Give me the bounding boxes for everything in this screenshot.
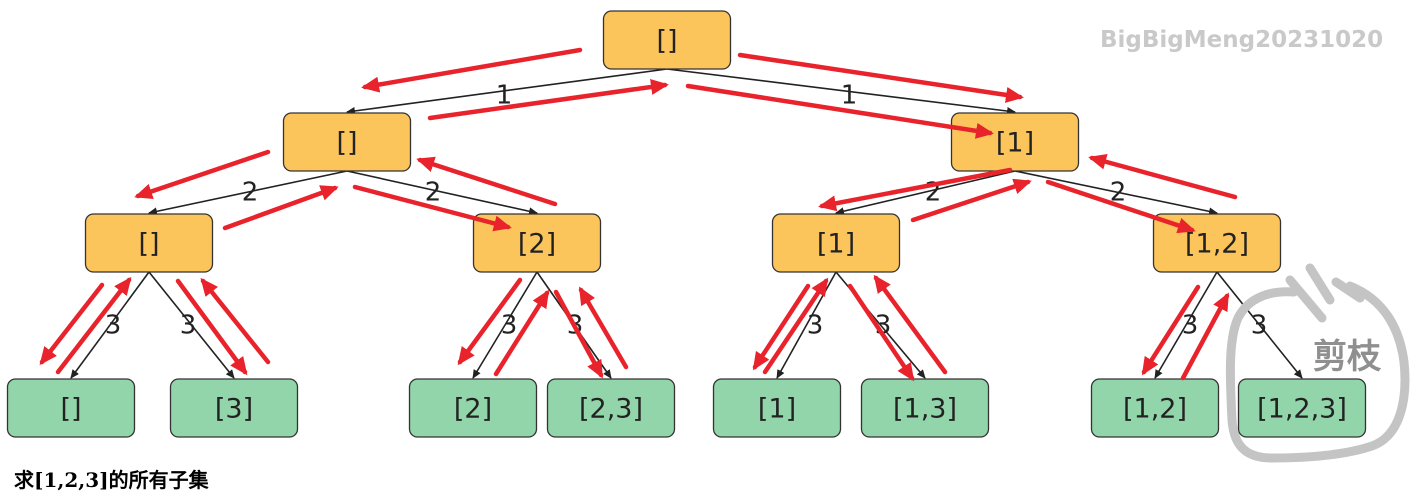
node-label: [2] (518, 229, 556, 260)
node-box (169, 378, 299, 438)
node-box (282, 112, 412, 172)
traversal-arrow (200, 277, 271, 365)
traversal-arrow (416, 156, 558, 207)
node-box (712, 378, 842, 438)
traversal-arrow (134, 149, 271, 200)
node-box (860, 378, 990, 438)
tree-node: [1] (950, 112, 1080, 172)
traversal-arrow (818, 167, 1013, 212)
node-box (602, 10, 732, 70)
traversal-arrow (910, 178, 1032, 223)
node-box (6, 378, 136, 438)
leaf-node: [2,3] (546, 378, 676, 438)
tree-edge (472, 271, 538, 379)
traversal-arrow (352, 184, 512, 232)
tree-edge (346, 68, 668, 115)
node-label: [1] (996, 128, 1034, 159)
node-label: [1,2] (1185, 229, 1249, 260)
edge-label: 3 (1182, 311, 1199, 341)
traversal-arrow (553, 289, 604, 379)
node-box (546, 378, 676, 438)
traversal-arrow (762, 277, 829, 375)
tree-edge (1216, 271, 1303, 379)
traversal-arrow (1141, 284, 1201, 376)
node-label: [1] (758, 394, 796, 425)
tree-edge (70, 271, 150, 379)
edge-label: 3 (807, 311, 824, 341)
node-box (408, 378, 538, 438)
traversal-arrow (427, 79, 669, 121)
pruned-branch-scribble: 剪枝 (1225, 263, 1410, 463)
node-label: [3] (215, 394, 253, 425)
leaf-node: [1] (712, 378, 842, 438)
traversal-arrow (737, 52, 1024, 103)
tree-edge (666, 68, 1016, 115)
node-label: [2,3] (579, 394, 643, 425)
edge-label: 2 (1110, 178, 1127, 208)
tree-node: [] (602, 10, 732, 70)
traversal-arrow (493, 289, 550, 377)
node-box (1237, 378, 1367, 438)
tree-node: [1] (771, 213, 901, 273)
edge-label: 3 (180, 311, 197, 341)
edge-label: 3 (875, 311, 892, 341)
prune-note: 剪枝 (1313, 337, 1382, 377)
traversal-arrow (361, 47, 583, 93)
leaf-node: [2] (408, 378, 538, 438)
node-label: [1,2,3] (1257, 394, 1347, 425)
traversal-arrow (1180, 292, 1230, 381)
leaf-node: [3] (169, 378, 299, 438)
node-box (84, 213, 214, 273)
tree-node: [] (282, 112, 412, 172)
traversal-arrow (175, 278, 248, 376)
traversal-arrow (578, 286, 629, 370)
traversal-arrow (847, 283, 915, 382)
tree-edge (835, 170, 1016, 216)
traversal-arrow (55, 276, 132, 375)
node-box (1090, 378, 1220, 438)
caption: 求[1,2,3]的所有子集 (14, 468, 209, 492)
node-label: [1,2] (1123, 394, 1187, 425)
edge-label: 3 (105, 311, 122, 341)
watermark: BigBigMeng20231020 (1100, 27, 1383, 53)
node-label: [] (60, 394, 81, 425)
node-label: [] (138, 229, 159, 260)
leaf-node: [] (6, 378, 136, 438)
traversal-arrow (39, 282, 105, 366)
traversal-arrow (457, 277, 523, 366)
traversal-arrow (685, 83, 994, 139)
edge-label: 1 (496, 81, 513, 111)
tree-edge (148, 170, 348, 216)
edge-label: 1 (841, 81, 858, 111)
node-label: [] (656, 26, 677, 57)
leaf-node: [1,2] (1090, 378, 1220, 438)
edge-label: 2 (242, 178, 259, 208)
traversal-arrow (873, 274, 948, 375)
node-label: [2] (454, 394, 492, 425)
tree-node: [] (84, 213, 214, 273)
tree-edge (346, 170, 538, 216)
leaf-node: [1,2,3] (1237, 378, 1367, 438)
tree-edge (1154, 271, 1218, 379)
node-label: [1,3] (893, 394, 957, 425)
traversal-arrow (222, 185, 339, 231)
tree-edge (148, 271, 235, 379)
tree-edge (1014, 170, 1218, 216)
node-label: [] (336, 128, 357, 159)
leaf-node: [1,3] (860, 378, 990, 438)
node-box (771, 213, 901, 273)
traversal-arrow (1045, 179, 1196, 234)
edge-label: 3 (1251, 311, 1268, 341)
node-label: [1] (817, 229, 855, 260)
traversal-arrow (752, 283, 811, 371)
edge-label: 3 (501, 311, 518, 341)
edge-label: 2 (425, 178, 442, 208)
traversal-arrow (1088, 153, 1238, 200)
